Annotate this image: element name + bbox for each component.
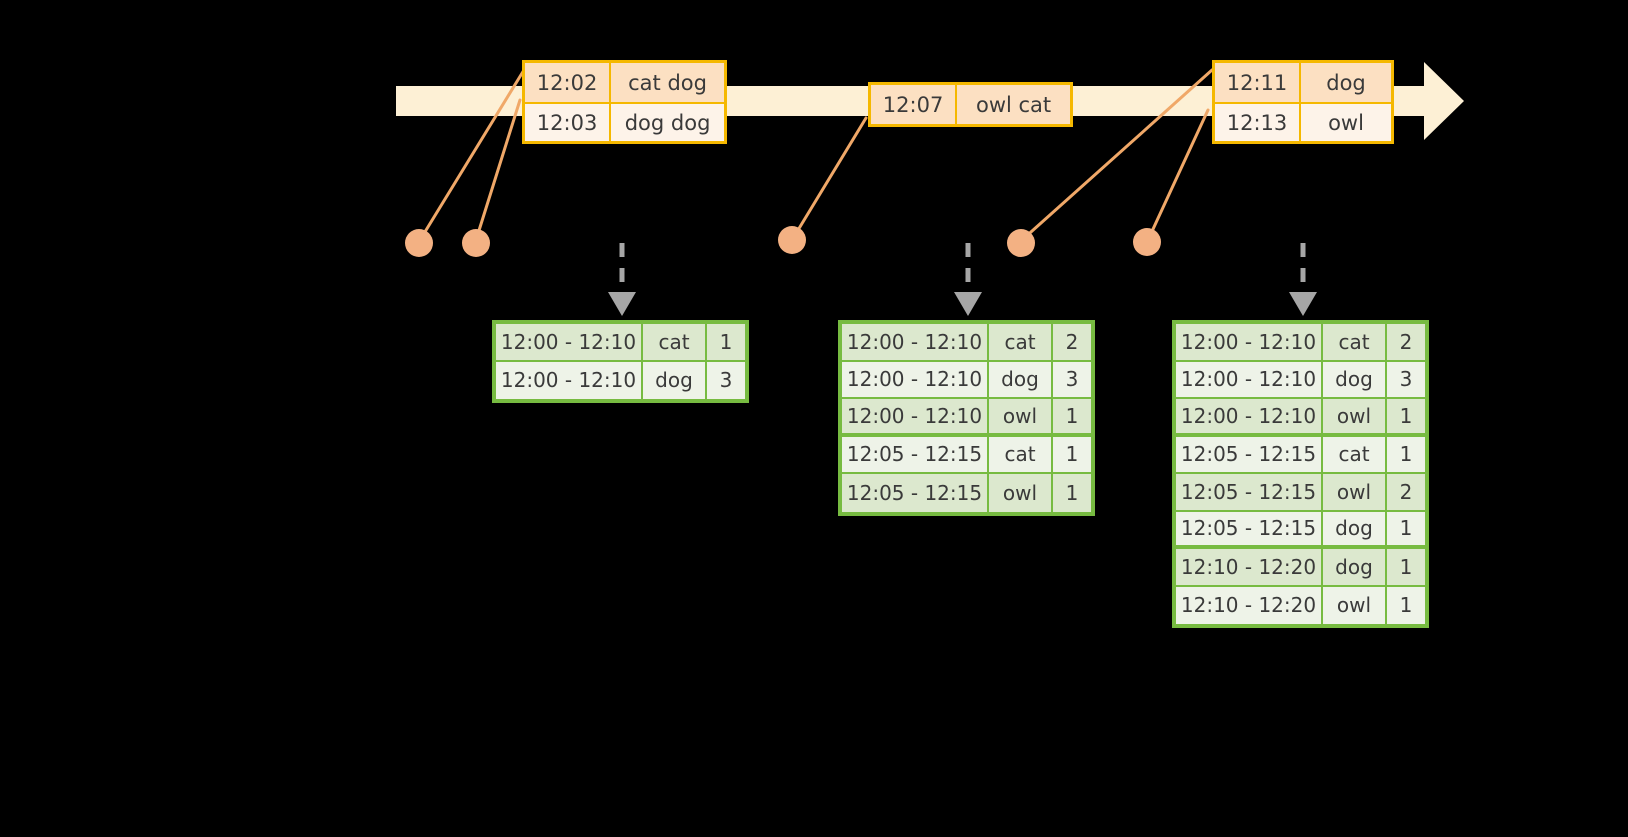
cell-word: owl xyxy=(989,474,1053,512)
cell-window: 12:00 - 12:10 xyxy=(842,399,989,433)
cell-word: dog xyxy=(643,361,707,399)
event-time: 12:03 xyxy=(525,104,612,141)
event-box-3[interactable]: 12:11 dog 12:13 owl xyxy=(1212,60,1394,144)
cell-count: 3 xyxy=(1053,361,1091,397)
cell-count: 1 xyxy=(707,324,745,360)
event-time: 12:02 xyxy=(525,63,612,102)
cell-count: 2 xyxy=(1387,474,1425,510)
cell-count: 3 xyxy=(1387,361,1425,397)
cell-window: 12:05 - 12:15 xyxy=(1176,474,1323,510)
cell-window: 12:10 - 12:20 xyxy=(1176,586,1323,624)
event-row[interactable]: 12:11 dog xyxy=(1215,63,1391,102)
cell-word: owl xyxy=(1323,399,1387,433)
event-dot-1 xyxy=(405,229,433,257)
cell-count: 3 xyxy=(707,361,745,399)
emit-arrows xyxy=(619,243,1306,295)
event-dot-2 xyxy=(462,229,490,257)
cell-word: dog xyxy=(1323,511,1387,545)
event-box-2[interactable]: 12:07 owl cat xyxy=(868,82,1073,127)
cell-count: 1 xyxy=(1387,586,1425,624)
cell-count: 1 xyxy=(1053,436,1091,472)
cell-word: cat xyxy=(1323,324,1387,360)
connector-line-3 xyxy=(790,116,868,242)
event-dot-5 xyxy=(1133,228,1161,256)
emit-arrowhead-3 xyxy=(1289,292,1317,316)
cell-word: owl xyxy=(1323,474,1387,510)
cell-word: dog xyxy=(1323,549,1387,585)
cell-count: 2 xyxy=(1387,324,1425,360)
cell-window: 12:00 - 12:10 xyxy=(1176,399,1323,433)
event-row[interactable]: 12:02 cat dog xyxy=(525,63,724,102)
event-row[interactable]: 12:13 owl xyxy=(1215,102,1391,141)
cell-window: 12:00 - 12:10 xyxy=(496,361,643,399)
cell-word: cat xyxy=(643,324,707,360)
event-time: 12:07 xyxy=(871,85,958,124)
connector-line-5 xyxy=(1146,108,1210,242)
event-row[interactable]: 12:03 dog dog xyxy=(525,102,724,141)
emit-arrowhead-1 xyxy=(608,292,636,316)
event-row[interactable]: 12:07 owl cat xyxy=(871,85,1070,124)
cell-word: owl xyxy=(989,399,1053,433)
event-words: dog dog xyxy=(611,104,724,141)
cell-window: 12:00 - 12:10 xyxy=(1176,324,1323,360)
event-time: 12:13 xyxy=(1215,104,1302,141)
connector-line-2 xyxy=(474,98,522,242)
connector-line-1 xyxy=(418,68,526,242)
connector-dots xyxy=(405,226,1161,257)
event-words: owl xyxy=(1301,104,1391,141)
cell-window: 12:05 - 12:15 xyxy=(1176,436,1323,472)
cell-window: 12:00 - 12:10 xyxy=(1176,361,1323,397)
event-words: owl cat xyxy=(957,85,1070,124)
emit-arrowheads xyxy=(608,292,1317,316)
emit-arrowhead-2 xyxy=(954,292,982,316)
event-words: dog xyxy=(1301,63,1391,102)
cell-count: 2 xyxy=(1053,324,1091,360)
cell-count: 1 xyxy=(1387,436,1425,472)
event-dot-4 xyxy=(1007,229,1035,257)
event-time: 12:11 xyxy=(1215,63,1302,102)
cell-word: dog xyxy=(989,361,1053,397)
cell-window: 12:00 - 12:10 xyxy=(842,361,989,397)
cell-window: 12:00 - 12:10 xyxy=(496,324,643,360)
cell-word: cat xyxy=(1323,436,1387,472)
cell-word: owl xyxy=(1323,586,1387,624)
cell-word: cat xyxy=(989,436,1053,472)
event-box-1[interactable]: 12:02 cat dog 12:03 dog dog xyxy=(522,60,727,144)
cell-count: 1 xyxy=(1387,549,1425,585)
cell-count: 1 xyxy=(1387,399,1425,433)
event-dot-3 xyxy=(778,226,806,254)
cell-window: 12:05 - 12:15 xyxy=(1176,511,1323,545)
cell-window: 12:10 - 12:20 xyxy=(1176,549,1323,585)
cell-count: 1 xyxy=(1053,399,1091,433)
cell-window: 12:00 - 12:10 xyxy=(842,324,989,360)
cell-word: cat xyxy=(989,324,1053,360)
event-words: cat dog xyxy=(611,63,724,102)
cell-count: 1 xyxy=(1053,474,1091,512)
cell-window: 12:05 - 12:15 xyxy=(842,436,989,472)
cell-window: 12:05 - 12:15 xyxy=(842,474,989,512)
cell-word: dog xyxy=(1323,361,1387,397)
cell-count: 1 xyxy=(1387,511,1425,545)
